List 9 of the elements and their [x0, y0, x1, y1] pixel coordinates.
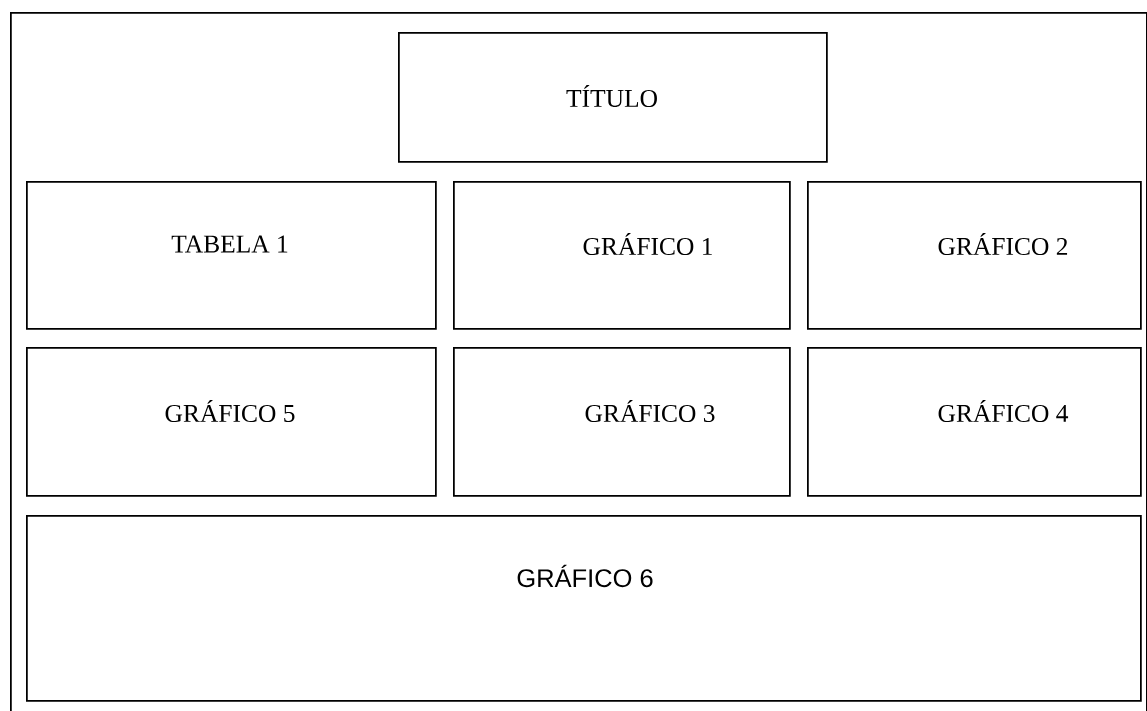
panel-box: GRÁFICO 6 — [26, 515, 1142, 702]
panel-box: GRÁFICO 2 — [807, 181, 1142, 330]
panel-box: GRÁFICO 4 — [807, 347, 1142, 497]
panel-box: GRÁFICO 5 — [26, 347, 437, 497]
title-box: TÍTULO — [398, 32, 828, 163]
panel-box: GRÁFICO 3 — [453, 347, 791, 497]
panel-box: TABELA 1 — [26, 181, 437, 330]
panel-box: GRÁFICO 1 — [453, 181, 791, 330]
frame-box — [10, 12, 1147, 711]
